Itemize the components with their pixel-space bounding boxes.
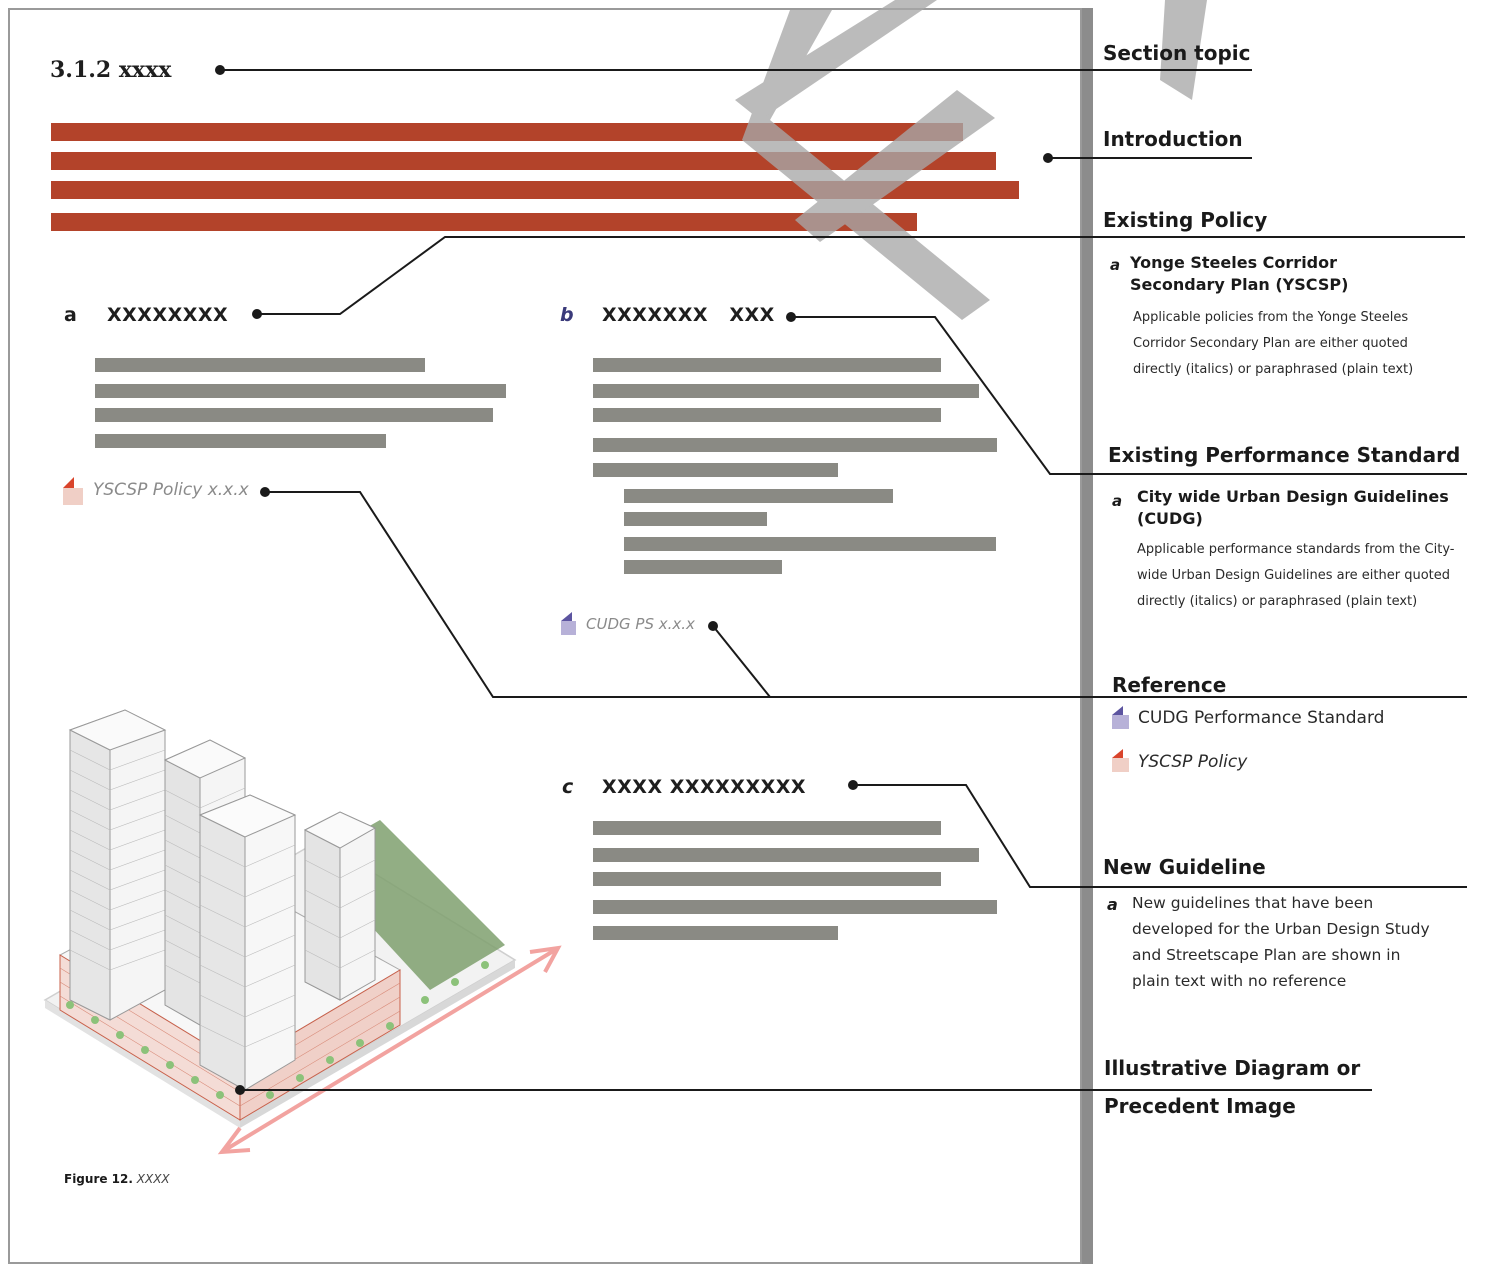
figure-caption: Figure 12. XXXX [64, 1172, 170, 1186]
subsection-c-line [593, 848, 979, 862]
intro-line-1 [51, 123, 963, 141]
existing-performance-body-line: wide Urban Design Guidelines are either … [1137, 568, 1451, 583]
sidebar-existing-performance-standard: Existing Performance Standard [1108, 443, 1461, 467]
existing-performance-item-title: City wide Urban Design Guidelines (CUDG) [1137, 486, 1449, 530]
subsection-b-line [593, 358, 941, 372]
subsection-b-line [593, 384, 979, 398]
subsection-b-line [593, 438, 997, 452]
subsection-b-line [624, 537, 996, 551]
sidebar-reference: Reference [1112, 673, 1227, 697]
cudg-standard-icon [561, 612, 576, 635]
new-guideline-item-letter: a [1107, 895, 1118, 914]
subsection-b-line [624, 512, 767, 526]
sidebar-section-topic: Section topic [1103, 41, 1251, 65]
reference-item-yscsp: YSCSP Policy [1138, 752, 1248, 772]
new-guideline-item-body: New guidelines that have been developed … [1132, 890, 1430, 994]
intro-line-4 [51, 213, 917, 231]
subsection-a-line [95, 434, 386, 448]
yscsp-policy-icon [1112, 749, 1129, 772]
sidebar-introduction: Introduction [1103, 127, 1243, 151]
section-number: 3.1.2 xxxx [50, 57, 172, 83]
subsection-b-title: XXXXXXX XXX [602, 304, 775, 326]
illustrative-building-diagram [43, 709, 562, 1155]
existing-policy-title-line: Secondary Plan (YSCSP) [1130, 275, 1349, 294]
subsection-b-line [624, 560, 782, 574]
sidebar-new-guideline: New Guideline [1103, 855, 1266, 879]
subsection-a-title: XXXXXXXX [107, 304, 229, 326]
existing-policy-title-line: Yonge Steeles Corridor [1130, 253, 1338, 272]
subsection-c-line [593, 900, 997, 914]
sidebar-existing-policy: Existing Policy [1103, 208, 1268, 232]
figure-caption-text: XXXX [136, 1172, 170, 1186]
cudg-standard-icon [1112, 706, 1129, 729]
intro-line-3 [51, 181, 1019, 199]
subsection-a-letter: a [64, 304, 77, 326]
sidebar-illustrative-line1: Illustrative Diagram or [1104, 1056, 1361, 1080]
existing-policy-item-title: Yonge Steeles Corridor Secondary Plan (Y… [1130, 252, 1348, 296]
subsection-b-line [624, 489, 893, 503]
existing-policy-body-line: Corridor Secondary Plan are either quote… [1133, 336, 1408, 351]
new-guideline-line: developed for the Urban Design Study [1132, 920, 1430, 938]
intro-line-2 [51, 152, 996, 170]
new-guideline-line: and Streetscape Plan are shown in [1132, 946, 1401, 964]
existing-policy-item-letter: a [1110, 256, 1121, 274]
subsection-c-line [593, 821, 941, 835]
subsection-b-line [593, 463, 838, 477]
subsection-a-line [95, 384, 506, 398]
new-guideline-line: New guidelines that have been [1132, 894, 1374, 912]
existing-performance-title-line: City wide Urban Design Guidelines [1137, 487, 1449, 506]
subsection-a-line [95, 408, 493, 422]
subsection-a-line [95, 358, 425, 372]
new-guideline-line: plain text with no reference [1132, 972, 1347, 990]
subsection-c-title: XXXX XXXXXXXXX [602, 776, 807, 798]
yscsp-reference-text: YSCSP Policy x.x.x [93, 480, 249, 500]
subsection-b-letter: b [560, 304, 574, 326]
subsection-b-line [593, 408, 941, 422]
subsection-c-line [593, 872, 941, 886]
page-edge-rule [1082, 8, 1093, 1264]
subsection-c-line [593, 926, 838, 940]
cudg-reference-text: CUDG PS x.x.x [586, 615, 695, 633]
existing-policy-body-line: directly (italics) or paraphrased (plain… [1133, 362, 1414, 377]
existing-performance-item-letter: a [1112, 492, 1123, 510]
subsection-c-letter: c [562, 776, 574, 798]
existing-performance-item-body: Applicable performance standards from th… [1137, 537, 1454, 615]
figure-caption-label: Figure 12. [64, 1172, 133, 1186]
reference-item-cudg: CUDG Performance Standard [1138, 708, 1385, 728]
existing-policy-item-body: Applicable policies from the Yonge Steel… [1133, 305, 1413, 383]
existing-policy-body-line: Applicable policies from the Yonge Steel… [1133, 310, 1409, 325]
existing-performance-body-line: Applicable performance standards from th… [1137, 542, 1455, 557]
yscsp-policy-icon [63, 477, 83, 505]
sidebar-illustrative-line2: Precedent Image [1104, 1094, 1296, 1118]
existing-performance-title-line: (CUDG) [1137, 509, 1203, 528]
existing-performance-body-line: directly (italics) or paraphrased (plain… [1137, 594, 1418, 609]
